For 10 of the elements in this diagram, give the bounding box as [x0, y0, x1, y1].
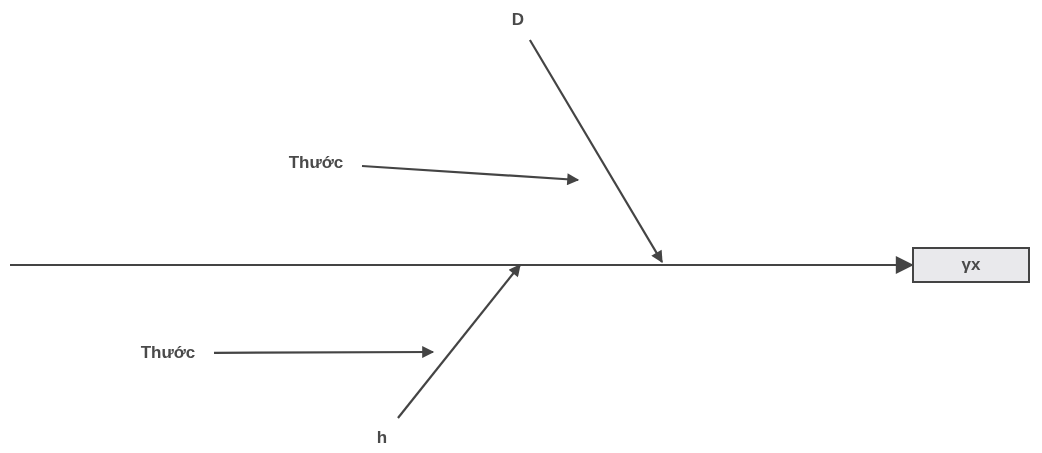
- cause-label: Thước: [130, 340, 206, 366]
- effect-box: γx: [912, 247, 1030, 283]
- arrow: [361, 164, 580, 186]
- bone-arrow: [528, 39, 663, 264]
- spine-arrow: [10, 256, 914, 274]
- cause-label: D: [507, 8, 529, 32]
- arrow: [214, 346, 435, 359]
- bone-arrow: [397, 264, 521, 419]
- cause-label: Thước: [278, 150, 354, 176]
- cause-label: h: [372, 426, 392, 450]
